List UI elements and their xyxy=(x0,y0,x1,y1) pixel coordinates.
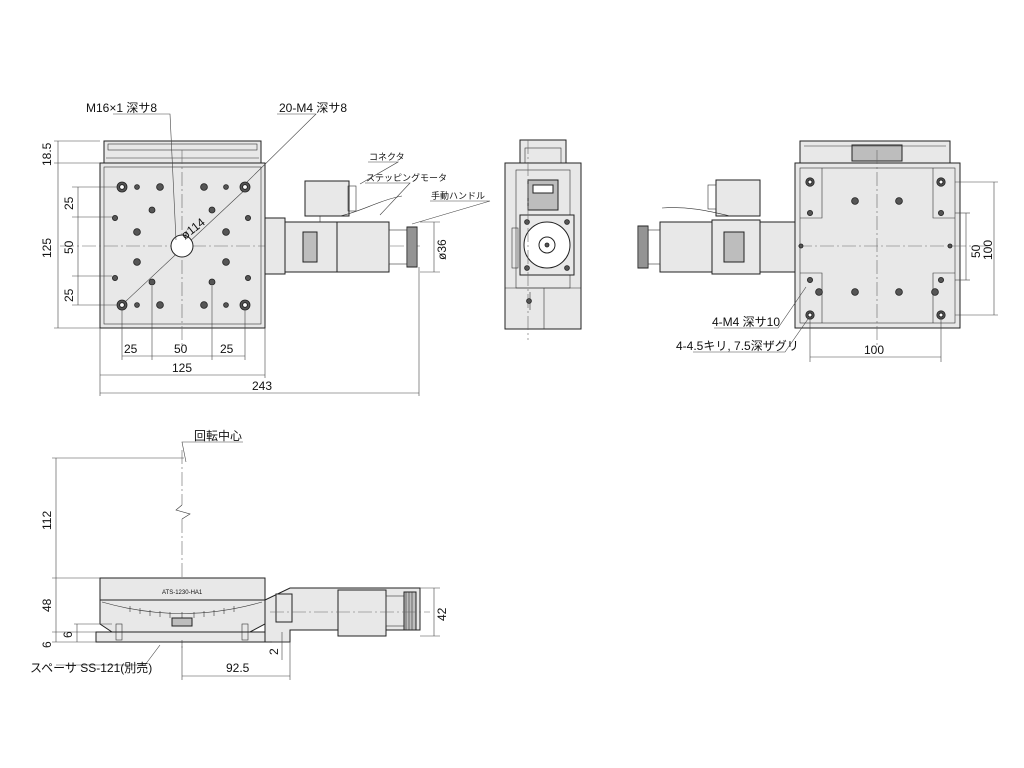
label-center: 回転中心 xyxy=(194,428,242,443)
dim-100-horizontal: 100 xyxy=(864,343,884,357)
side-view xyxy=(504,139,582,340)
label-counterbore: 4-4.5キリ, 7.5深ザグリ xyxy=(676,339,799,353)
dim-side-50: 50 xyxy=(62,240,76,254)
dim-total: 243 xyxy=(252,379,272,393)
dim-42: 42 xyxy=(435,607,449,621)
dim-112: 112 xyxy=(40,511,54,530)
dim-width: 125 xyxy=(172,361,192,375)
dim-height-top: 18.5 xyxy=(40,142,54,166)
dim-height: 125 xyxy=(40,238,54,258)
top-view-handle-knob xyxy=(406,226,418,268)
center-hole xyxy=(170,234,194,258)
top-view: M16×1 深サ8 20-M4 深サ8 コネクタ ステッピングモータ 手動ハンド… xyxy=(40,101,491,396)
label-mount-holes: 20-M4 深サ8 xyxy=(279,101,347,115)
label-tapped-hole: M16×1 深サ8 xyxy=(86,101,157,115)
dim-100-vertical: 100 xyxy=(981,240,995,260)
label-connector: コネクタ xyxy=(369,152,405,162)
front-view: 回転中心 ATS-1230-HA1 スペーサ SS-121(別売) 112 48… xyxy=(30,428,449,680)
dim-side-25b: 25 xyxy=(62,288,76,302)
label-spacer: スペーサ SS-121(別売) xyxy=(30,660,152,675)
front-view-top-plate xyxy=(99,577,266,601)
bottom-view-handle-knob xyxy=(637,225,649,269)
bottom-view-plate xyxy=(794,162,961,329)
dim-bottom-25b: 25 xyxy=(220,342,234,356)
label-model: ATS-1230-HA1 xyxy=(162,590,203,596)
dim-bottom-50: 50 xyxy=(174,342,188,356)
dim-6b: 6 xyxy=(61,631,75,638)
dim-92-5: 92.5 xyxy=(226,661,250,675)
top-view-rail xyxy=(103,140,262,164)
label-handle: 手動ハンドル xyxy=(431,190,485,201)
dim-2: 2 xyxy=(267,648,281,655)
top-view-connector xyxy=(304,180,350,217)
top-view-gearbox xyxy=(264,217,286,275)
dim-bottom-25a: 25 xyxy=(124,342,138,356)
dim-side-25a: 25 xyxy=(62,196,76,210)
mount-holes xyxy=(112,183,251,309)
bottom-view: 4-M4 深サ10 4-4.5キリ, 7.5深ザグリ 50 100 100 xyxy=(637,140,998,362)
label-motor: ステッピングモータ xyxy=(366,172,447,183)
front-view-handle-knob xyxy=(403,591,417,631)
dim-motor: ø36 xyxy=(435,239,449,260)
dim-48: 48 xyxy=(40,598,54,612)
angle-scale-ticks xyxy=(129,606,235,620)
dim-50: 50 xyxy=(969,244,983,258)
dim-6a: 6 xyxy=(40,641,54,648)
label-m4: 4-M4 深サ10 xyxy=(712,315,780,329)
